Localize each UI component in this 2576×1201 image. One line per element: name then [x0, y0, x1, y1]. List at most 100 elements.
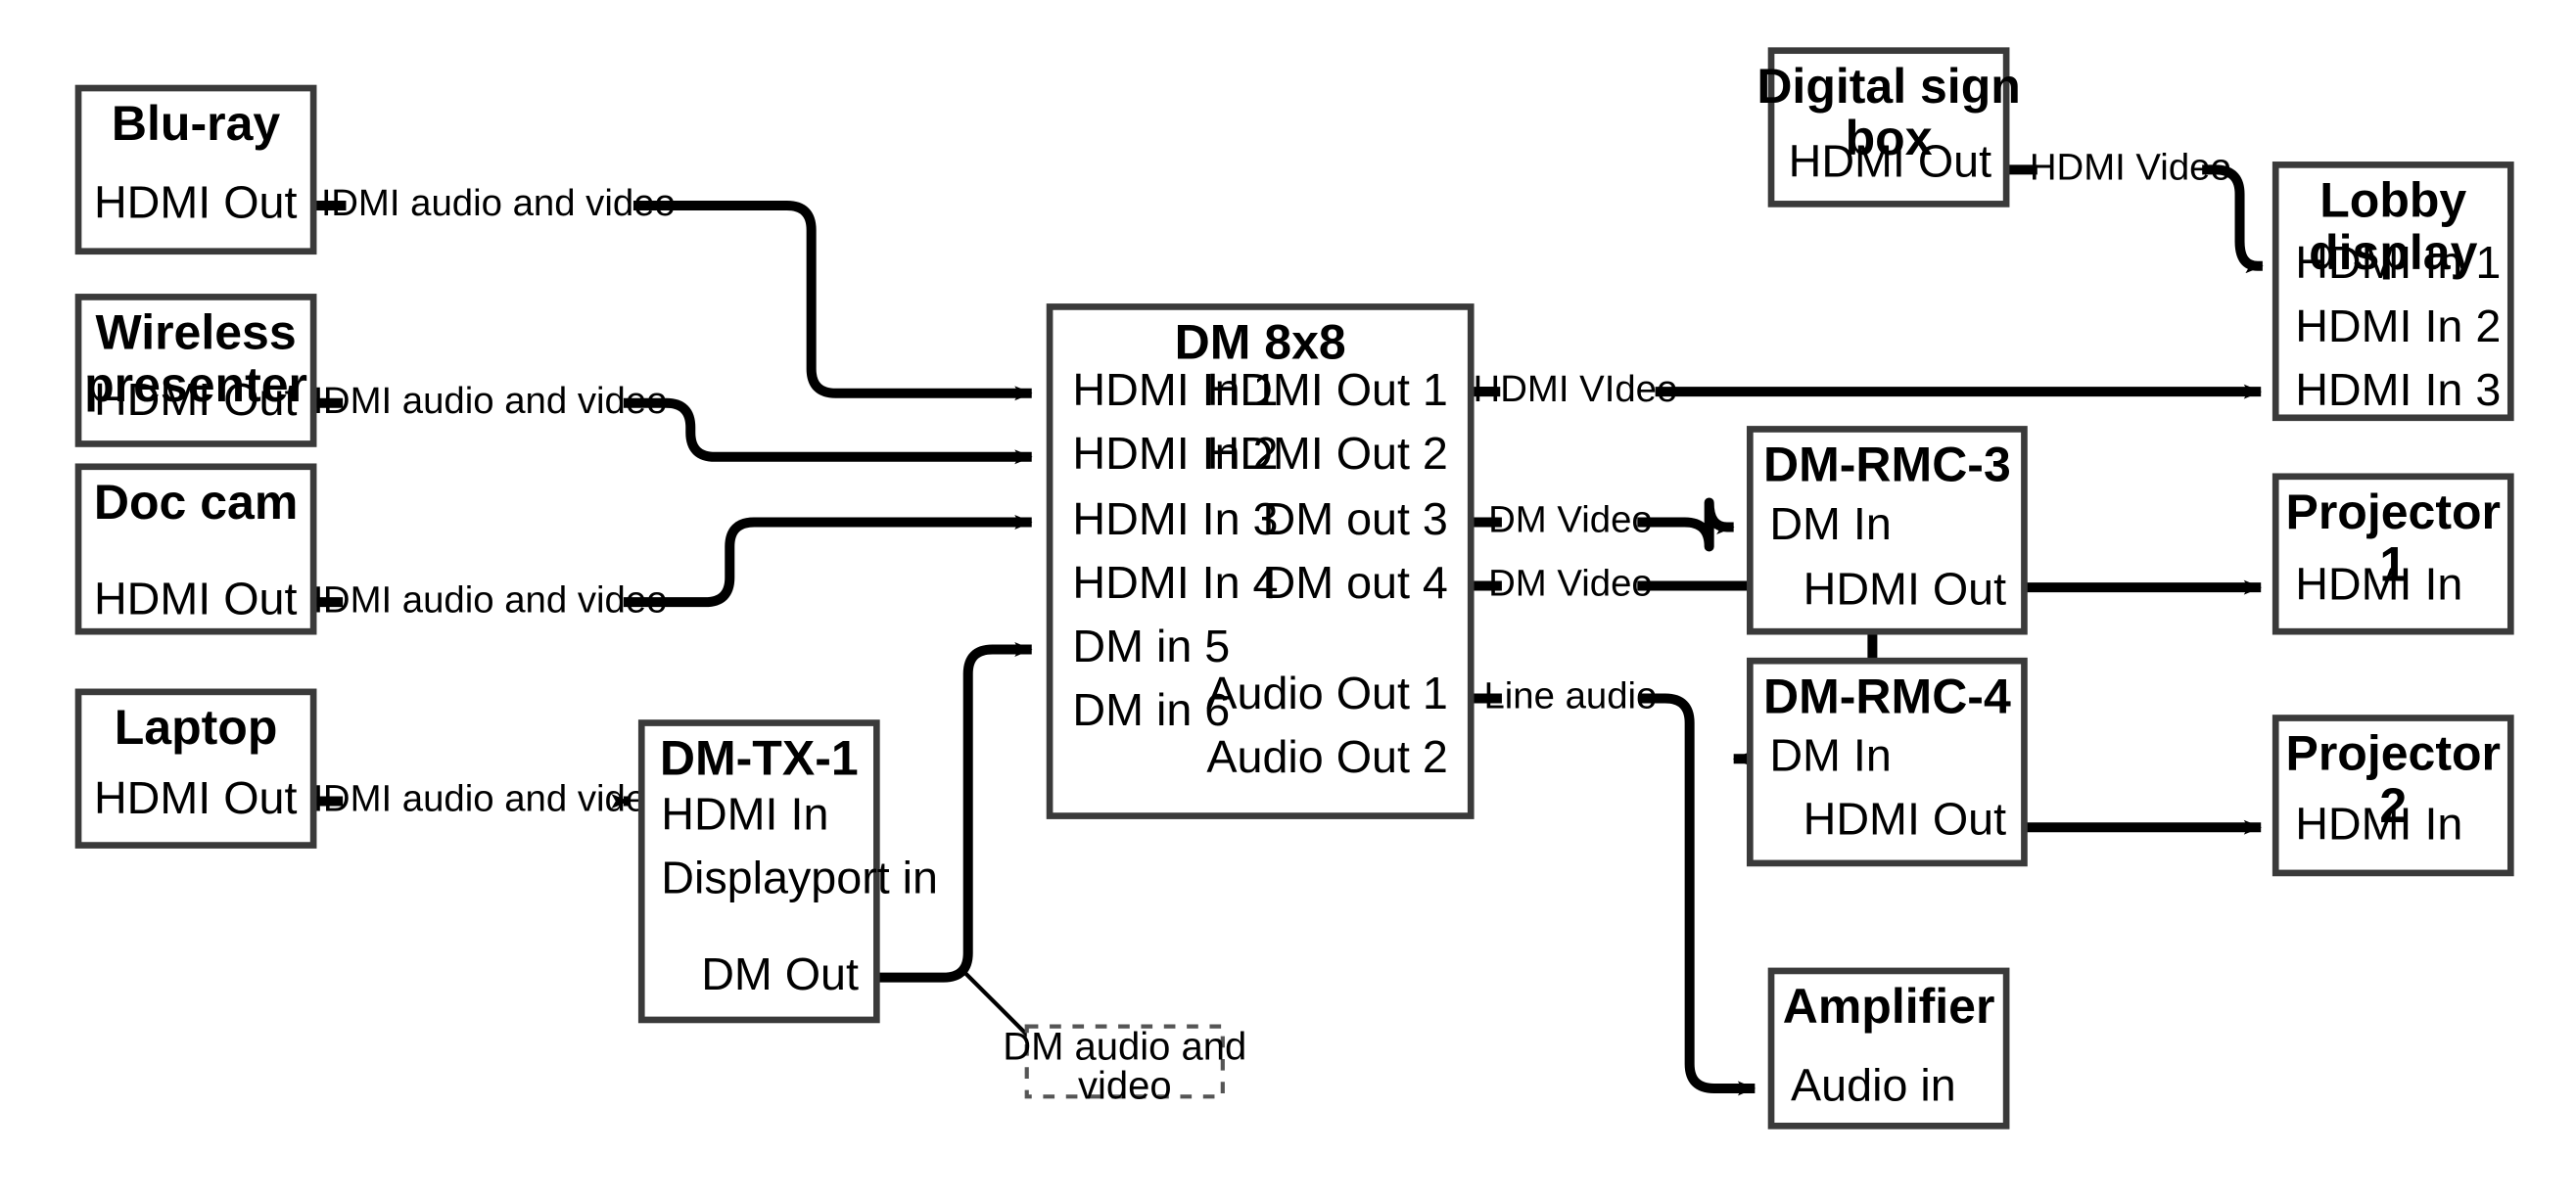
port-label-dm-rmc-4-hdmi-out: HDMI Out	[1803, 794, 2006, 845]
port-label-laptop-hdmi-out: HDMI Out	[94, 772, 297, 823]
node-box[interactable]	[2272, 162, 2514, 422]
callout-text-line-2: video	[1078, 1065, 1172, 1108]
port-label-dm-8x8-hdmi-in-1: HDMI In 1	[1072, 364, 1278, 415]
port-label-wireless-presenter-hdmi-out: HDMI Out	[94, 374, 297, 425]
edge-edge-blu-ray-to-dm8x8-in1: HDMI audio and video	[304, 182, 1032, 393]
port-label-dm-8x8-dm-in-6: DM in 6	[1072, 684, 1230, 735]
node-dm-rmc-4[interactable]: DM-RMC-4 DM In HDMI Out	[1747, 657, 2028, 867]
node-title: box	[1846, 111, 1933, 165]
port-label-dm-tx-1-hdmi-in: HDMI In	[661, 789, 828, 840]
node-box[interactable]	[637, 719, 880, 1024]
callout-leader-line	[962, 971, 1035, 1043]
port-label-dm-8x8-dm-out-3: DM out 3	[1263, 493, 1448, 544]
edge-edge-laptop-to-dmtx1: HDMI audio and video	[296, 778, 667, 820]
port-label-lobby-display-hdmi-in-2: HDMI In 2	[2295, 300, 2501, 351]
edge-edge-digital-sign-to-lobby-in1: HDMI Video	[2006, 147, 2263, 266]
port-label-dm-8x8-audio-out-2: Audio Out 2	[1206, 731, 1448, 782]
edge-edge-dm8x8-audio1-to-amplifier: Line audio	[1471, 675, 1755, 1088]
node-box[interactable]	[2272, 715, 2514, 877]
node-title: Lobby	[2319, 173, 2466, 228]
node-box[interactable]	[1747, 657, 2028, 867]
node-title: 2	[2379, 778, 2407, 833]
callout-text-line-1: DM audio and	[1003, 1026, 1246, 1069]
edge-line	[876, 642, 1033, 983]
node-title: DM-TX-1	[660, 731, 859, 786]
edge-line	[2006, 164, 2263, 265]
node-title: Projector	[2285, 485, 2501, 539]
edge-edge-dmtx1-to-dm8x8-in5	[876, 642, 1033, 983]
edge-line	[313, 397, 1032, 457]
node-box[interactable]	[1046, 303, 1475, 819]
edge-label: DM Video	[1488, 563, 1653, 605]
node-box[interactable]	[1767, 47, 2010, 208]
node-box[interactable]	[74, 294, 317, 447]
node-dm-rmc-3[interactable]: DM-RMC-3 DM In HDMI Out	[1747, 426, 2028, 635]
node-title: Blu-ray	[112, 96, 280, 151]
node-box[interactable]	[1767, 967, 2010, 1130]
node-box[interactable]	[74, 84, 317, 255]
node-title: DM 8x8	[1175, 315, 1346, 370]
node-title: Projector	[2285, 726, 2501, 781]
edge-line	[1471, 693, 1755, 1088]
node-box[interactable]	[74, 463, 317, 635]
node-title: 1	[2379, 536, 2407, 591]
node-title: DM-RMC-3	[1763, 438, 2011, 492]
edge-label: HDMI audio and video	[296, 380, 667, 422]
port-label-dm-rmc-3-hdmi-out: HDMI Out	[1803, 563, 2006, 614]
node-box[interactable]	[74, 688, 317, 849]
port-label-dm-8x8-hdmi-out-2: HDMI Out 2	[1207, 428, 1448, 479]
edge-label: HDMI Video	[2030, 147, 2231, 189]
port-label-dm-8x8-audio-out-1: Audio Out 1	[1206, 668, 1448, 718]
node-title: Amplifier	[1783, 979, 1995, 1034]
port-label-projector-1-hdmi-in: HDMI In	[2295, 558, 2462, 609]
node-box[interactable]	[2272, 473, 2514, 635]
edge-label: HDMI VIdeo	[1474, 368, 1678, 410]
port-label-projector-2-hdmi-in: HDMI In	[2295, 799, 2462, 850]
node-title: display	[2309, 225, 2477, 280]
port-label-dm-8x8-hdmi-in-4: HDMI In 4	[1072, 557, 1278, 608]
edge-edge-dm8x8-out3-to-rmc3: DM Video	[1471, 497, 1733, 552]
port-label-digital-sign-box-hdmi-out: HDMI Out	[1789, 136, 1991, 187]
edge-label: HDMI audio and video	[296, 578, 667, 621]
edge-line	[1471, 497, 1733, 552]
port-label-lobby-display-hdmi-in-3: HDMI In 3	[2295, 364, 2501, 415]
port-label-amplifier-audio-in: Audio in	[1791, 1059, 1956, 1110]
node-title: Digital sign	[1756, 59, 2020, 114]
callout-box	[1024, 1024, 1225, 1099]
port-label-dm-8x8-hdmi-in-3: HDMI In 3	[1072, 493, 1278, 544]
node-title: Wireless	[95, 305, 296, 360]
edge-line	[313, 201, 1032, 393]
port-label-dm-8x8-hdmi-in-2: HDMI In 2	[1072, 428, 1278, 479]
port-label-lobby-display-hdmi-in-1: HDMI In 1	[2295, 237, 2501, 288]
edge-line	[313, 522, 1032, 608]
node-title: DM-RMC-4	[1763, 669, 2011, 723]
edge-label: HDMI audio and video	[296, 778, 667, 820]
port-label-dm-tx-1-dm-out: DM Out	[701, 948, 859, 999]
port-label-dm-8x8-dm-in-5: DM in 5	[1072, 621, 1230, 671]
port-label-dm-rmc-3-dm-in: DM In	[1769, 498, 1891, 549]
node-box[interactable]	[1747, 426, 2028, 635]
edge-edge-dm8x8-out1-to-lobby-in3: HDMI VIdeo	[1471, 368, 2261, 410]
node-title: Doc cam	[94, 475, 298, 530]
node-title: Laptop	[115, 700, 278, 755]
edge-edge-wireless-to-dm8x8-in2: HDMI audio and video	[296, 380, 1032, 457]
port-label-dm-rmc-4-dm-in: DM In	[1769, 730, 1891, 781]
edge-label: HDMI audio and video	[304, 182, 676, 224]
